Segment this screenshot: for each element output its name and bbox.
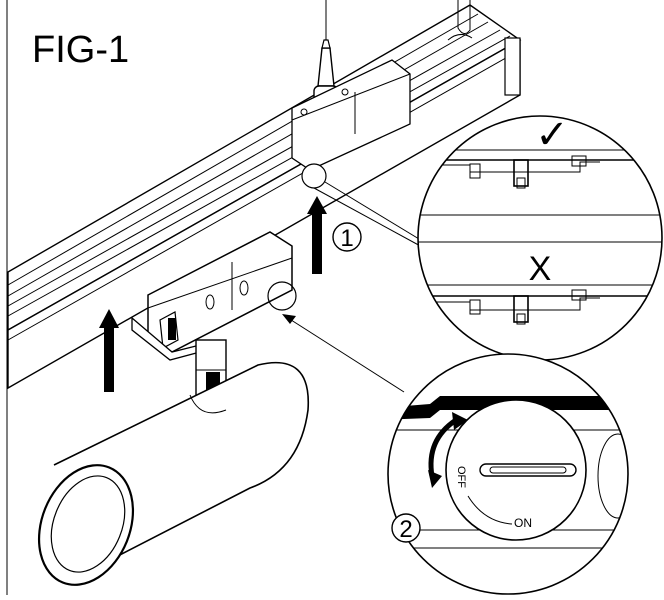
switch-on-label: ON <box>514 516 532 530</box>
step2-label: 2 <box>399 516 412 543</box>
inspection-point-rail <box>301 163 327 189</box>
leader-arrowhead <box>282 314 296 324</box>
spotlight-body <box>37 361 310 586</box>
leader-line-rail-1 <box>324 181 425 243</box>
up-arrow-icon <box>307 196 327 274</box>
leader-line-rail-2 <box>313 187 425 249</box>
suspension-gland <box>291 0 411 171</box>
inspection-point-adapter <box>267 281 297 311</box>
leader-line-adapter <box>287 317 405 393</box>
up-arrow-icon <box>99 309 119 392</box>
step1-label: 1 <box>340 225 353 252</box>
figure-title: FIG-1 <box>32 29 129 71</box>
switch-off-label: OFF <box>455 466 467 488</box>
x-mark-icon: X <box>529 250 552 288</box>
step1-circle <box>332 222 362 252</box>
detail-switch-content <box>388 396 628 549</box>
checkmark-icon: ✓ <box>535 113 569 157</box>
step2-circle <box>391 513 421 543</box>
curved-arrow-icon <box>428 412 468 488</box>
